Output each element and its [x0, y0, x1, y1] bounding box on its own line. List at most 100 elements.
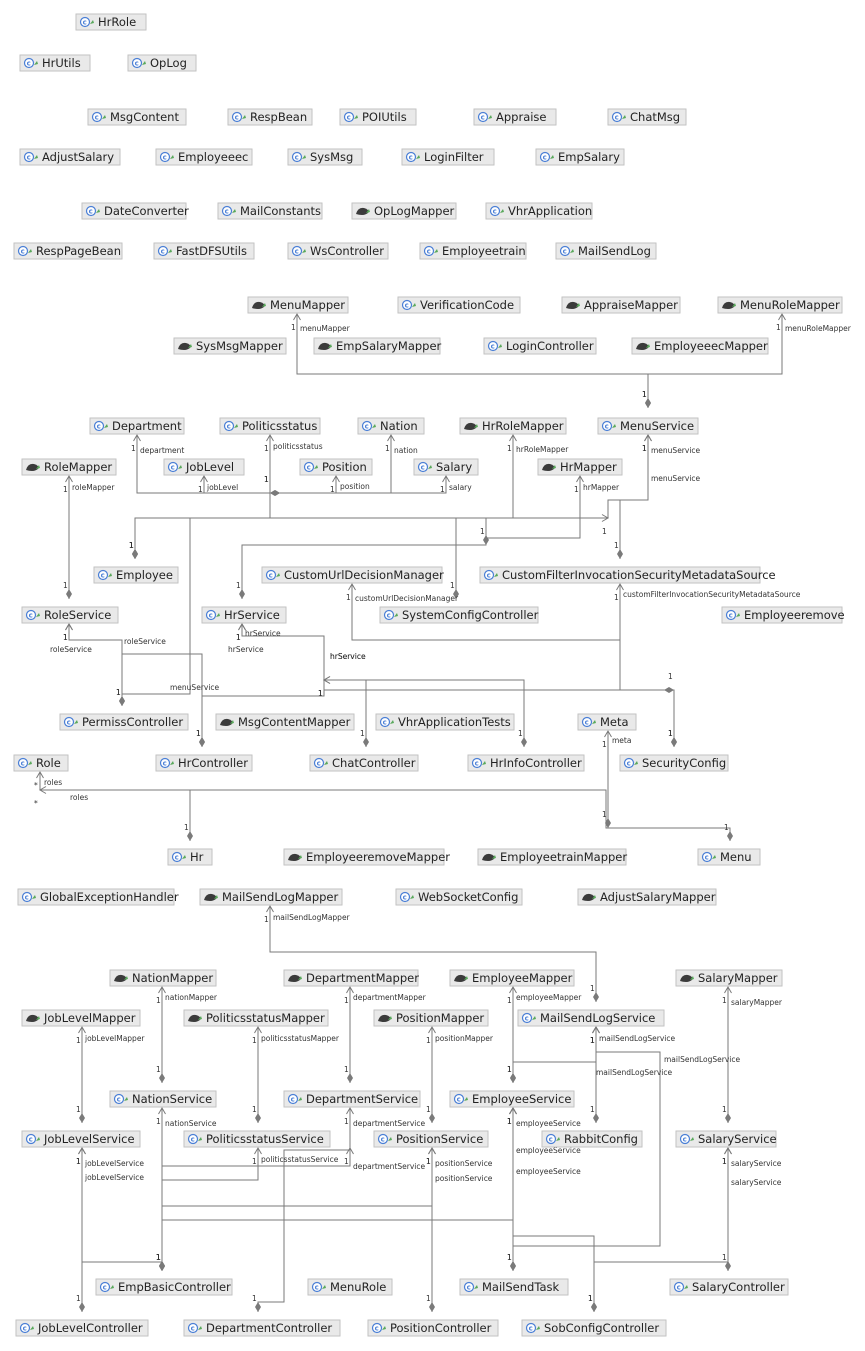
class-box-job-level-mapper[interactable]: JobLevelMapper — [21, 1009, 141, 1027]
class-box-employeeec-mapper[interactable]: EmployeeecMapper — [631, 337, 769, 355]
class-box-background — [19, 148, 121, 166]
composition-diamond-icon — [593, 1113, 599, 1123]
class-box-menu-role-mapper[interactable]: MenuRoleMapper — [717, 296, 843, 314]
class-box-background — [287, 242, 389, 260]
class-box-employeeremove-mapper[interactable]: EmployeeremoveMapper — [283, 848, 450, 866]
class-box-hr-role-mapper[interactable]: HrRoleMapper — [459, 417, 567, 435]
class-box-department-mapper[interactable]: DepartmentMapper — [283, 969, 419, 987]
class-box-employeetrain-mapper[interactable]: EmployeetrainMapper — [477, 848, 627, 866]
edge-role-label: menuRoleMapper — [785, 324, 852, 333]
class-box-background — [467, 754, 585, 772]
class-box-politicsstatus-mapper[interactable]: PoliticsstatusMapper — [183, 1009, 329, 1027]
class-box-hr-mapper[interactable]: HrMapper — [537, 458, 623, 476]
class-box-role-mapper[interactable]: RoleMapper — [21, 458, 117, 476]
class-box-position-mapper[interactable]: PositionMapper — [373, 1009, 489, 1027]
multiplicity-label: 1 — [156, 1253, 161, 1262]
class-box-salary-mapper[interactable]: SalaryMapper — [675, 969, 783, 987]
class-box-nation-mapper[interactable]: NationMapper — [109, 969, 217, 987]
class-box-background — [675, 969, 783, 987]
class-box-msg-content-mapper[interactable]: MsgContentMapper — [215, 713, 355, 731]
class-box-emp-salary-mapper[interactable]: EmpSalaryMapper — [313, 337, 442, 355]
class-box-menu-mapper[interactable]: MenuMapper — [247, 296, 349, 314]
class-box-adjust-salary-mapper[interactable]: AdjustSalaryMapper — [577, 888, 717, 906]
class-box-appraise-mapper[interactable]: AppraiseMapper — [561, 296, 681, 314]
class-name: OpLogMapper — [374, 204, 455, 218]
svg-text:c: c — [27, 154, 31, 162]
class-box-background — [287, 148, 363, 166]
class-box-op-log-mapper[interactable]: OpLogMapper — [351, 202, 457, 220]
class-box-mail-send-log-mapper[interactable]: MailSendLogMapper — [199, 888, 343, 906]
class-box-employee-mapper[interactable]: EmployeeMapper — [449, 969, 575, 987]
arrow-head-icon — [65, 475, 73, 483]
class-box-sys-msg-mapper[interactable]: SysMsgMapper — [173, 337, 287, 355]
arrow-head-icon — [266, 434, 274, 442]
